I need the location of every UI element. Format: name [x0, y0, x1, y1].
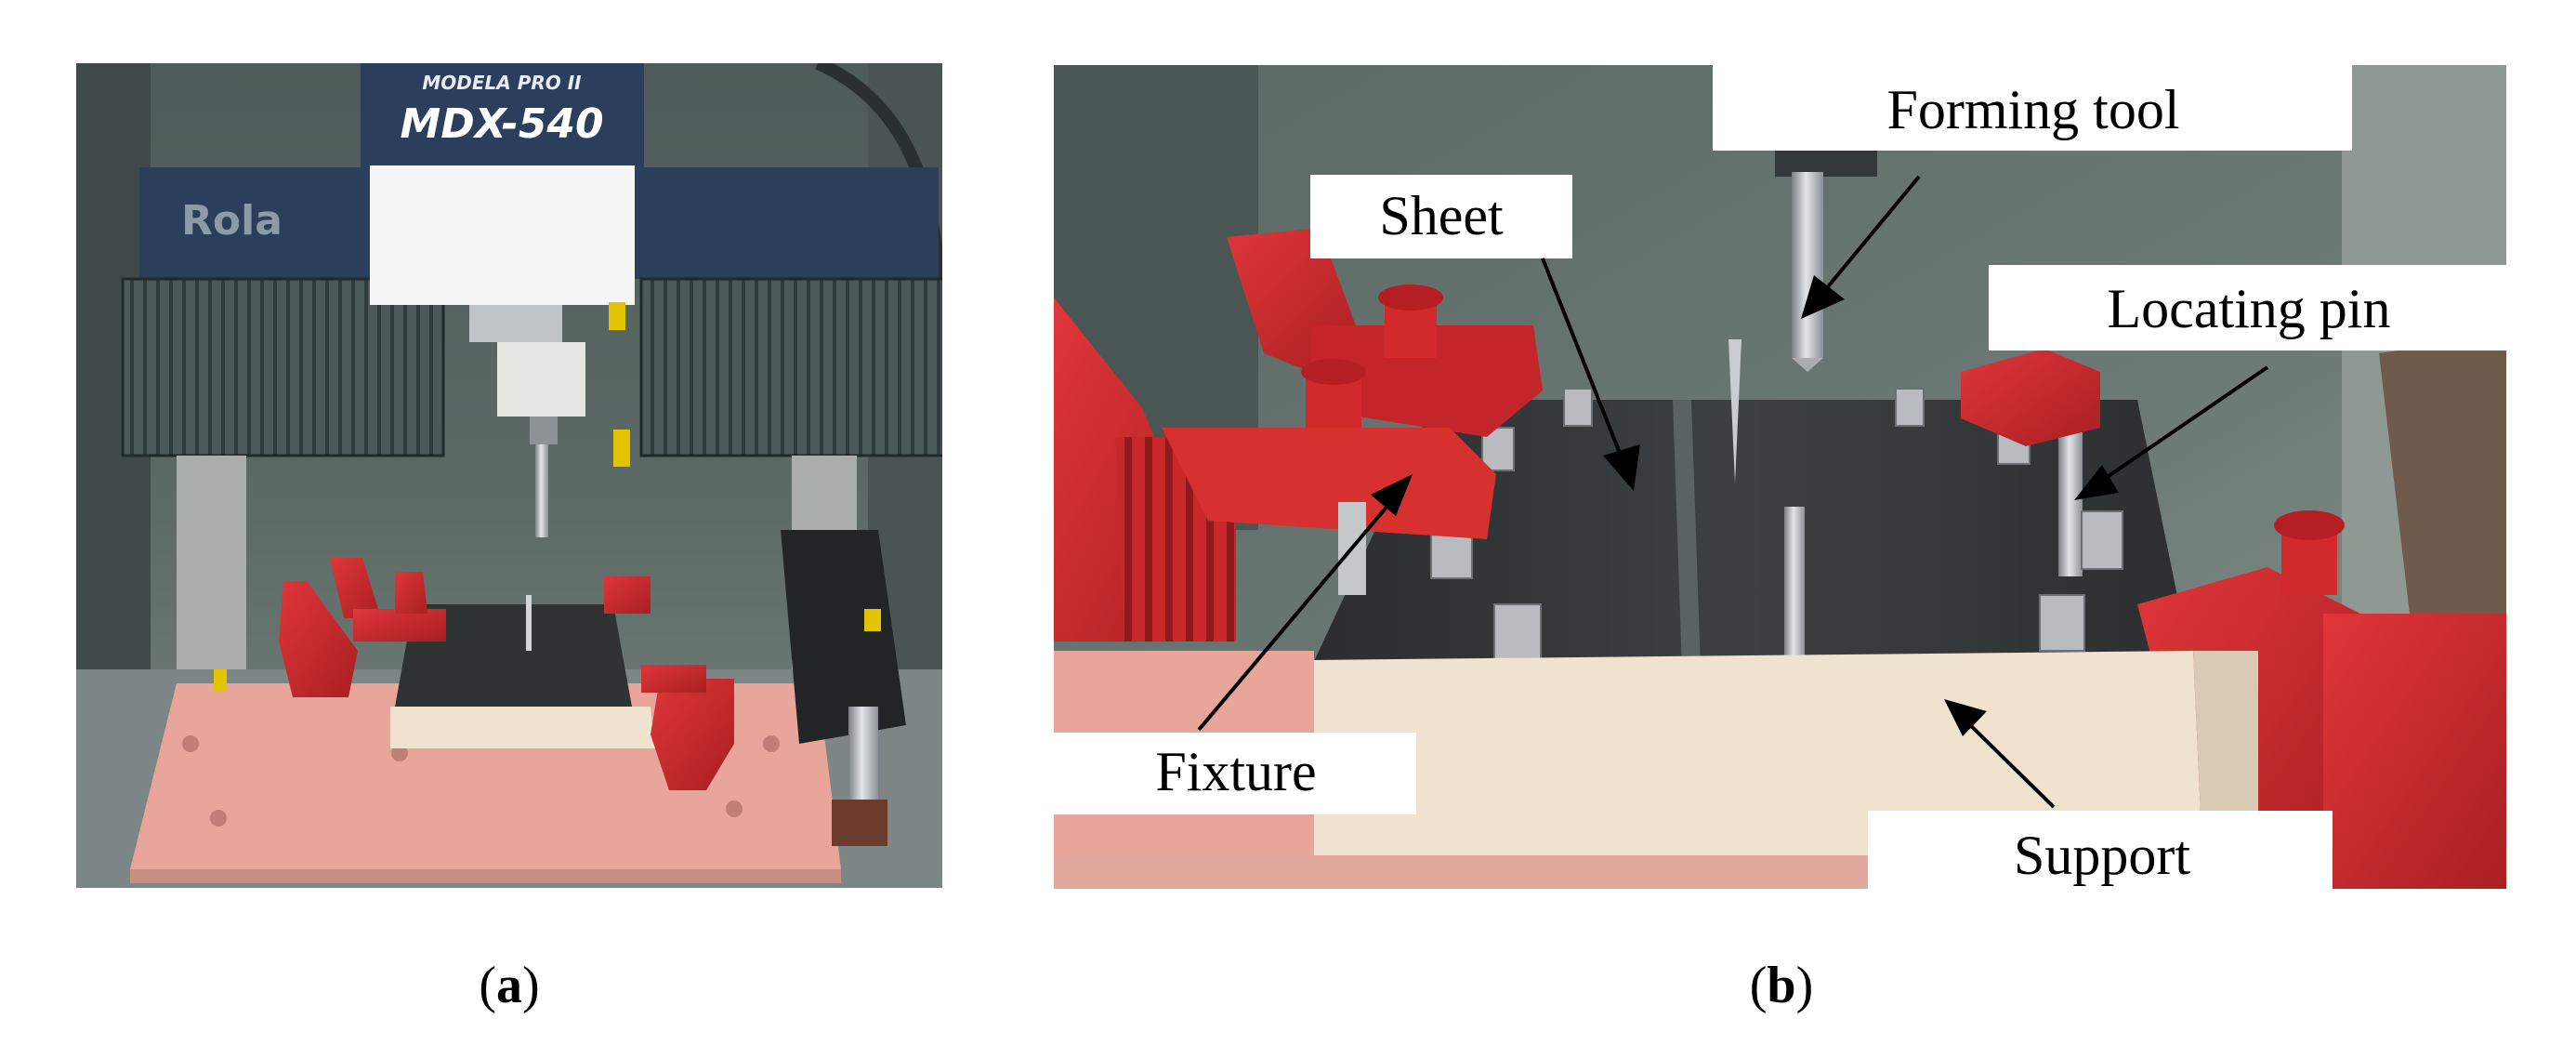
callouts: Forming tool Sheet Locating pin Fixture [1054, 65, 2506, 889]
pin-center [1784, 507, 1805, 665]
label-forming-tool: Forming tool [1886, 79, 2179, 140]
panel-b-letter: b [1767, 957, 1795, 1014]
panel-a-letter: a [496, 957, 522, 1014]
callout-sheet: Sheet [1310, 175, 1640, 491]
fixture-clamp-right-back [1961, 349, 2100, 446]
label-fixture: Fixture [1155, 741, 1316, 802]
spindle-head: MODELA PRO II MDX-540 [361, 63, 644, 537]
svg-text:(b): (b) [1750, 957, 1813, 1014]
panel-a-photo: Rola MODELA PRO II MDX-540 [76, 63, 942, 888]
machine-model-small: MODELA PRO II [422, 72, 582, 94]
brand-fragment: Rola [181, 197, 283, 245]
sheet [1310, 400, 2188, 669]
panel-a-label: (a) [479, 957, 539, 1014]
fixture-left [1054, 228, 1543, 642]
callout-fixture: Fixture [1054, 474, 1416, 814]
label-support: Support [2014, 825, 2190, 886]
panel-b-label: (b) [1750, 957, 1813, 1014]
callout-locating-pin: Locating pin [1989, 265, 2506, 500]
fixture-clamps-a [279, 558, 734, 790]
machine-model: MDX-540 [400, 100, 603, 148]
label-locating-pin: Locating pin [2108, 278, 2391, 339]
svg-text:(a): (a) [479, 957, 539, 1014]
callout-support: Support [1868, 699, 2333, 889]
callout-forming-tool: Forming tool [1713, 65, 2352, 319]
label-sheet: Sheet [1379, 185, 1504, 246]
side-panel [781, 530, 906, 744]
